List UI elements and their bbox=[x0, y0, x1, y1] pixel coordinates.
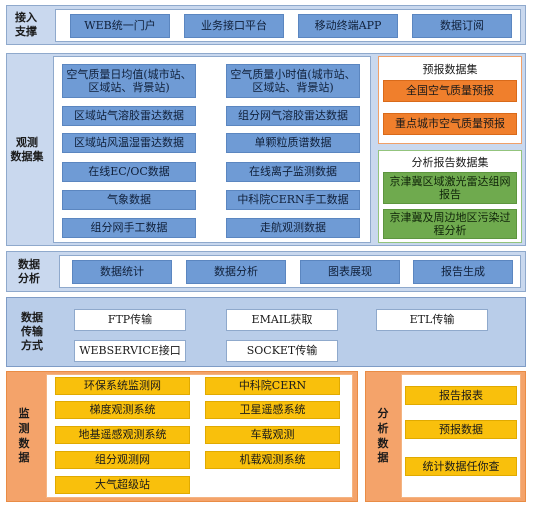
analysis-data-reports[interactable]: 报告报表 bbox=[405, 386, 517, 405]
forecast-item-national[interactable]: 全国空气质量预报 bbox=[383, 80, 517, 102]
obs-left-4[interactable]: 气象数据 bbox=[62, 190, 196, 210]
analysis-data-forecast[interactable]: 预报数据 bbox=[405, 420, 517, 439]
monitor-label: 监 测 数 据 bbox=[18, 406, 30, 465]
forecast-title: 预报数据集 bbox=[422, 63, 478, 76]
monitor-right-2[interactable]: 车载观测 bbox=[205, 426, 340, 444]
transfer-webservice[interactable]: WEBSERVICE接口 bbox=[74, 340, 186, 362]
transfer-socket[interactable]: SOCKET传输 bbox=[226, 340, 338, 362]
access-item-interface-platform[interactable]: 业务接口平台 bbox=[184, 14, 284, 38]
obs-right-3[interactable]: 在线离子监测数据 bbox=[226, 162, 360, 182]
transfer-email[interactable]: EMAIL获取 bbox=[226, 309, 338, 331]
transfer-label: 数据 传输 方式 bbox=[21, 311, 43, 352]
analysis-item-statistics[interactable]: 数据统计 bbox=[72, 260, 172, 284]
access-item-mobile-app[interactable]: 移动终端APP bbox=[298, 14, 398, 38]
analysis-data-label: 分 析 数 据 bbox=[377, 406, 389, 465]
analysis-item-reports[interactable]: 报告生成 bbox=[413, 260, 513, 284]
obs-right-2[interactable]: 单颗粒质谱数据 bbox=[226, 133, 360, 153]
obs-right-0[interactable]: 空气质量小时值(城市站、区域站、背景站) bbox=[226, 64, 360, 98]
monitor-right-0[interactable]: 中科院CERN bbox=[205, 377, 340, 395]
obs-right-4[interactable]: 中科院CERN手工数据 bbox=[226, 190, 360, 210]
monitor-left-0[interactable]: 环保系统监测网 bbox=[55, 377, 190, 395]
report-item-lidar[interactable]: 京津冀区域激光雷达组网报告 bbox=[383, 172, 517, 204]
monitor-left-1[interactable]: 梯度观测系统 bbox=[55, 401, 190, 419]
monitor-left-2[interactable]: 地基遥感观测系统 bbox=[55, 426, 190, 444]
obs-left-5[interactable]: 组分网手工数据 bbox=[62, 218, 196, 238]
obs-right-5[interactable]: 走航观测数据 bbox=[226, 218, 360, 238]
access-item-web-portal[interactable]: WEB统一门户 bbox=[70, 14, 170, 38]
analysis-item-analysis[interactable]: 数据分析 bbox=[186, 260, 286, 284]
monitor-left-4[interactable]: 大气超级站 bbox=[55, 476, 190, 494]
forecast-item-key-cities[interactable]: 重点城市空气质量预报 bbox=[383, 113, 517, 135]
access-label: 接入 支撑 bbox=[15, 11, 37, 38]
obs-left-1[interactable]: 区域站气溶胶雷达数据 bbox=[62, 106, 196, 126]
transfer-ftp[interactable]: FTP传输 bbox=[74, 309, 186, 331]
analysis-label: 数据 分析 bbox=[18, 257, 40, 285]
monitor-left-3[interactable]: 组分观测网 bbox=[55, 451, 190, 469]
report-title: 分析报告数据集 bbox=[411, 156, 489, 169]
obs-left-3[interactable]: 在线EC/OC数据 bbox=[62, 162, 196, 182]
obs-left-0[interactable]: 空气质量日均值(城市站、区域站、背景站) bbox=[62, 64, 196, 98]
analysis-item-charts[interactable]: 图表展现 bbox=[300, 260, 400, 284]
observation-label: 观测 数据集 bbox=[10, 135, 44, 163]
transfer-etl[interactable]: ETL传输 bbox=[376, 309, 488, 331]
report-item-pollution[interactable]: 京津冀及周边地区污染过程分析 bbox=[383, 209, 517, 239]
access-item-subscription[interactable]: 数据订阅 bbox=[412, 14, 512, 38]
obs-left-2[interactable]: 区域站风温湿雷达数据 bbox=[62, 133, 196, 153]
obs-right-1[interactable]: 组分网气溶胶雷达数据 bbox=[226, 106, 360, 126]
monitor-right-1[interactable]: 卫星遥感系统 bbox=[205, 401, 340, 419]
analysis-data-statistics[interactable]: 统计数据任你查 bbox=[405, 457, 517, 476]
monitor-right-3[interactable]: 机载观测系统 bbox=[205, 451, 340, 469]
